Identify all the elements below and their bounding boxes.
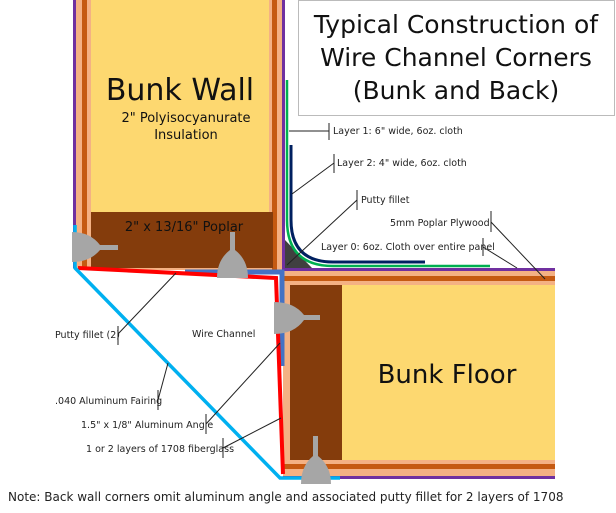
fiberglass-callout: 1 or 2 layers of 1708 fiberglass [86,444,234,455]
fairing-callout: .040 Aluminum Fairing [55,396,162,407]
floor-cloth-bottom [283,476,555,479]
title-line-1: Typical Construction of [313,10,599,39]
putty-fillet-icon [72,232,118,262]
wire-channel-label: Wire Channel [192,329,255,340]
putty-fillet-callout: Putty fillet [361,195,410,206]
angle-callout: 1.5" x 1/8" Aluminum Angle [81,420,213,431]
putty-fillet-icon [274,302,320,334]
bunk-floor-label: Bunk Floor [378,360,517,390]
putty-fillet-icon [301,436,331,484]
aluminum-angle [185,269,285,366]
putty-fillet-2-callout: Putty fillet (2) [55,330,120,341]
poplar-label: 2" x 13/16" Poplar [125,220,244,235]
bunk-wall-panel [73,0,285,270]
leader-lines [117,123,546,458]
bunk-wall-label: Bunk Wall [106,73,254,108]
layer1-callout: Layer 1: 6" wide, 6oz. cloth [333,126,463,137]
wall-cloth-left [73,0,76,268]
wall-cloth-right [282,0,285,270]
fiberglass-layers [77,266,285,475]
plywood-callout: 5mm Poplar Plywood [390,218,490,229]
title-box [298,0,615,116]
layer0-callout: Layer 0: 6oz. Cloth over entire panel [321,242,495,253]
footnote: Note: Back wall corners omit aluminum an… [8,490,563,504]
wall-insulation-core [91,0,269,212]
floor-insulation-core [342,285,555,460]
floor-cloth-top [283,268,555,271]
title-line-3: (Bunk and Back) [353,76,559,105]
bunk-floor-panel [283,268,555,479]
putty-fillet-icon [217,232,248,278]
layer2-callout: Layer 2: 4" wide, 6oz. cloth [337,158,467,169]
insulation-label-line2: Insulation [154,128,218,143]
insulation-label-line1: 2" Polyisocyanurate [121,111,250,126]
title-line-2: Wire Channel Corners [320,43,592,72]
